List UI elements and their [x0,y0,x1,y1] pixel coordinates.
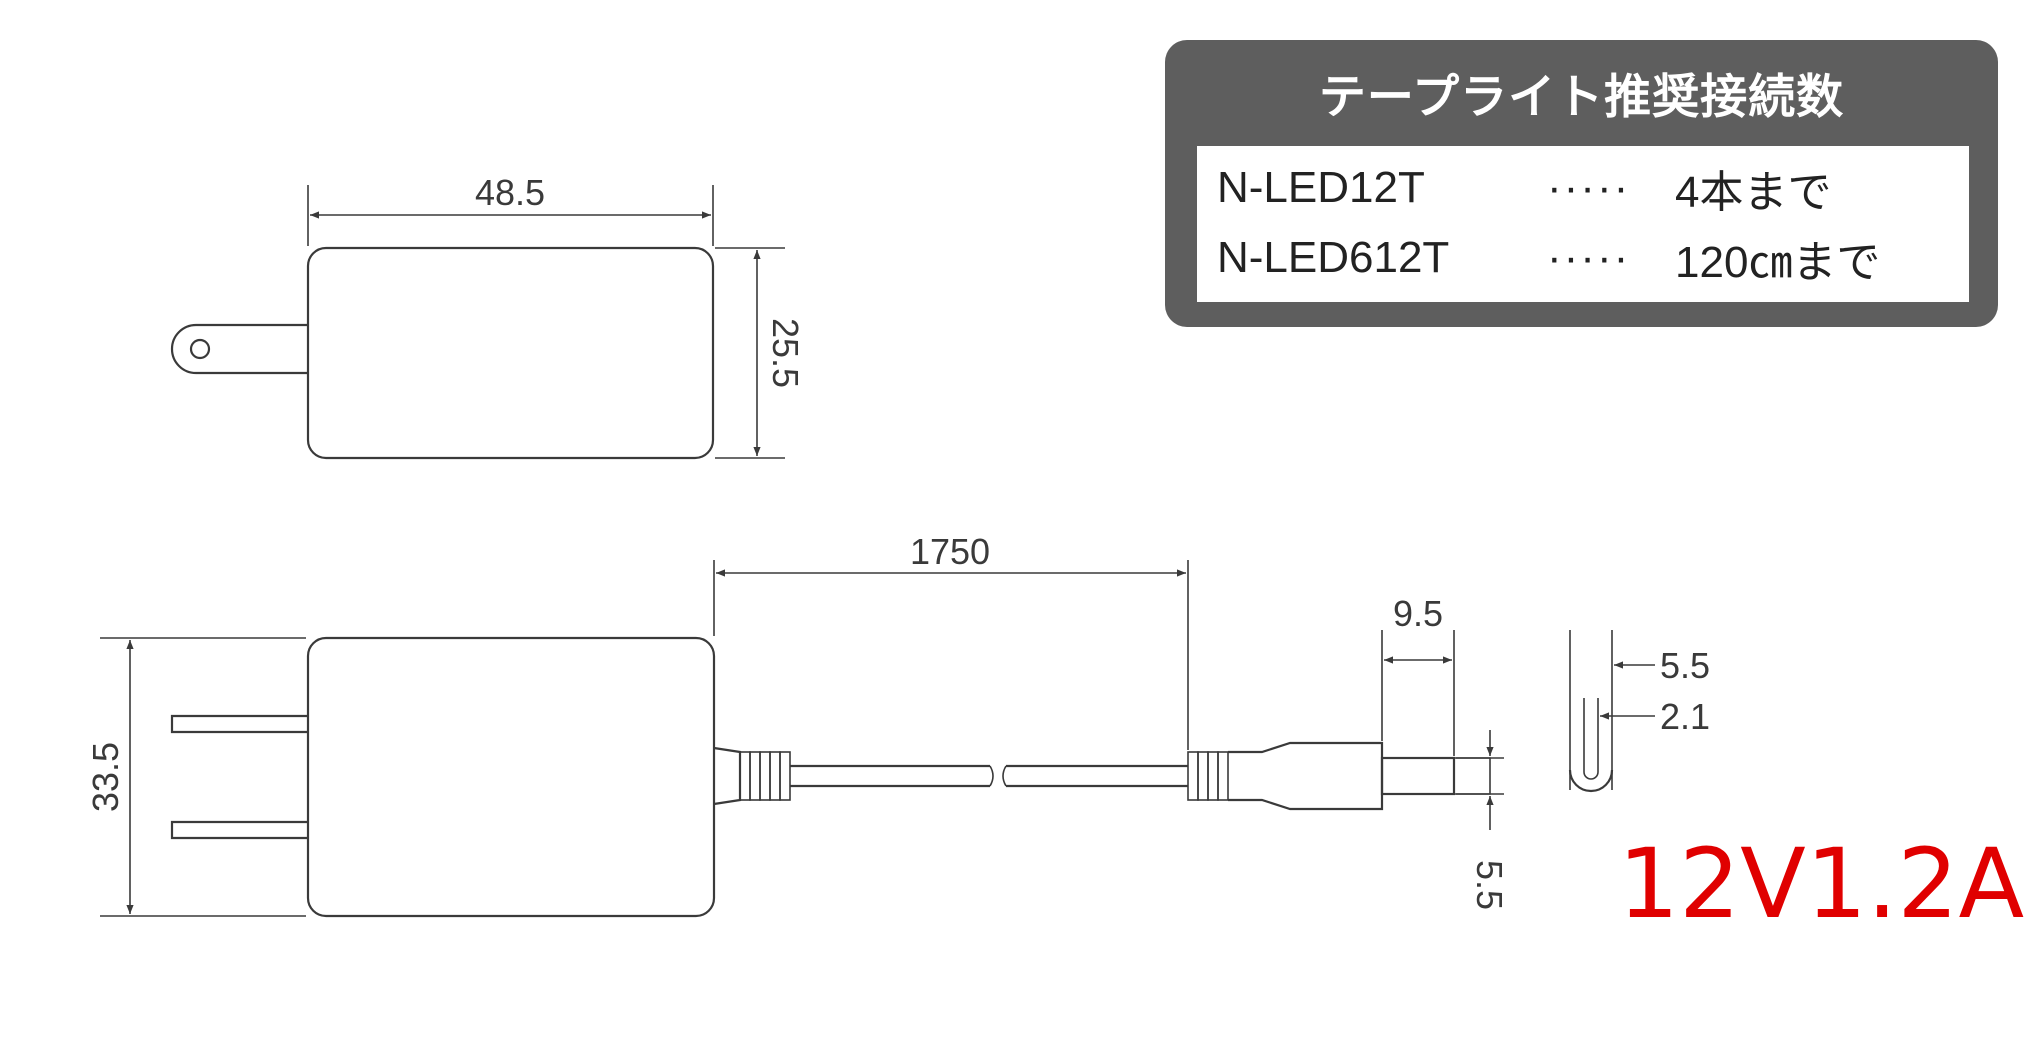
plug-prong-lower [170,820,308,840]
row-value: 4本まで [1675,168,1832,217]
power-spec-label: 12V1.2A [1618,828,2025,940]
row-value: 120㎝まで [1675,238,1881,287]
panel-table: N-LED12T ····· 4本まで N-LED612T ····· 120㎝… [1197,146,1969,302]
row-model: N-LED12T [1217,163,1425,212]
row-model: N-LED612T [1217,233,1450,282]
adapter-body-side [306,636,716,918]
prong-hole [189,338,211,360]
dim-top-width: 48.5 [475,172,545,213]
plug-housing [1228,741,1384,811]
dim-plug-outer: 5.5 [1660,645,1710,686]
plug-outer-circle [1568,769,1614,793]
plug-prong-top [170,323,308,375]
plug-end-view: 5.5 2.1 [1568,630,1710,793]
strain-relief-body [713,746,742,806]
panel-row: N-LED612T ····· 120㎝まで [1217,228,1880,288]
plug-tip [1380,756,1456,796]
side-view: 33.5 1750 [85,531,1510,918]
recommended-connections-panel: テープライト推奨接続数 N-LED12T ····· 4本まで N-LED612… [1165,40,1998,327]
top-view: 48.5 25.5 [170,172,806,460]
row-dots: ····· [1547,163,1631,212]
dim-cable-length: 1750 [910,531,990,572]
adapter-body-top [306,246,715,460]
dim-plug-length: 9.5 [1393,593,1443,634]
dim-top-height: 25.5 [765,318,806,388]
dim-plug-inner: 2.1 [1660,696,1710,737]
row-dots: ····· [1547,233,1631,282]
panel-row: N-LED12T ····· 4本まで [1217,158,1831,218]
panel-title: テープライト推奨接続数 [1318,70,1845,125]
plug-prong-upper [170,714,308,734]
dim-plug-outer-bottom: 5.5 [1469,860,1510,910]
dim-side-height: 33.5 [85,742,126,812]
